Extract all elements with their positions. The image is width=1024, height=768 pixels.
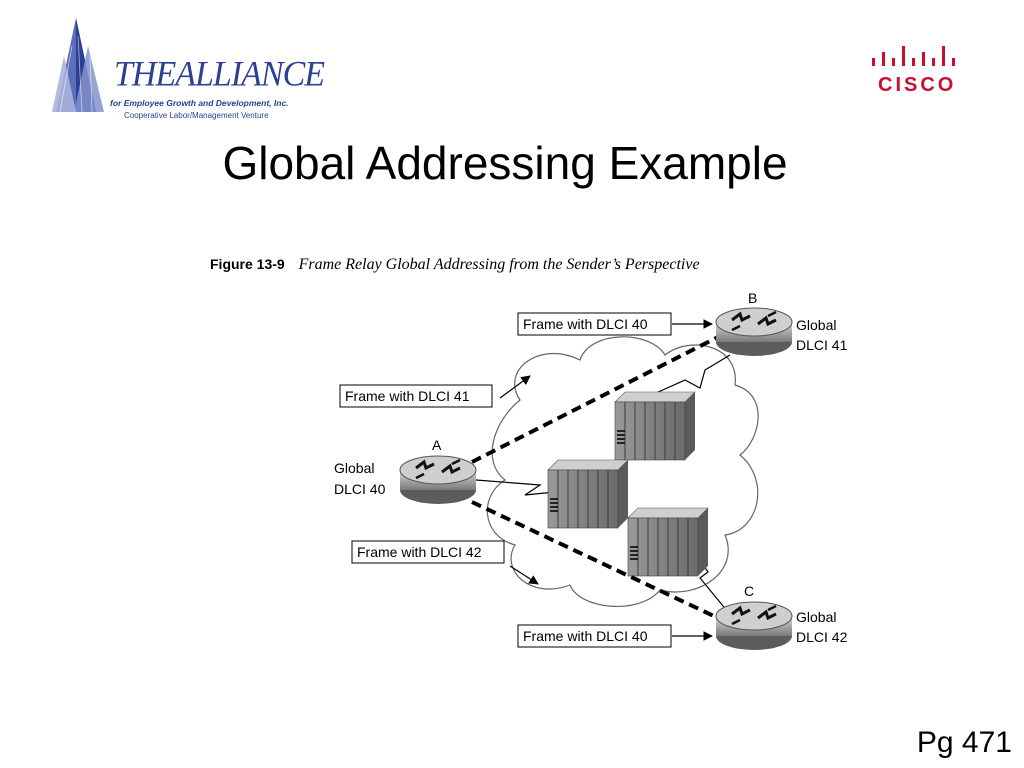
- router-a-label: A: [432, 437, 442, 453]
- router-b-icon: [714, 306, 794, 358]
- access-link-a: [475, 479, 556, 496]
- alliance-brand: THEALLIANCE: [114, 55, 325, 94]
- router-c-dlci: DLCI 42: [796, 629, 848, 645]
- frame-label-c-incoming: Frame with DLCI 40: [523, 628, 648, 644]
- cisco-bars-icon: [872, 46, 955, 66]
- figure-number: Figure 13-9: [210, 256, 285, 272]
- page-title: Global Addressing Example: [222, 137, 788, 189]
- router-a-dlci: DLCI 40: [334, 481, 386, 497]
- router-b-label: B: [748, 290, 757, 306]
- frame-relay-switch-icon: [614, 391, 696, 461]
- cisco-brand: CISCO: [878, 74, 957, 96]
- access-link-b: [644, 354, 731, 399]
- router-c-icon: [714, 600, 794, 652]
- router-a-global: Global: [334, 460, 374, 476]
- vc-a-to-b: [471, 334, 721, 464]
- frame-label-b-incoming: Frame with DLCI 40: [523, 316, 648, 332]
- arrow-to-b: [499, 375, 531, 399]
- the-alliance-logo: THEALLIANCE for Employee Growth and Deve…: [48, 16, 325, 126]
- alliance-subtitle: Cooperative Labor/Management Venture: [124, 111, 269, 120]
- page-number: Pg 471: [916, 726, 1012, 759]
- router-c-label: C: [744, 583, 754, 599]
- alliance-tower-icon: [52, 18, 104, 113]
- vc-a-to-c: [471, 500, 719, 620]
- frame-label-a-to-c: Frame with DLCI 42: [357, 544, 482, 560]
- figure-description: Frame Relay Global Addressing from the S…: [298, 256, 700, 273]
- alliance-tagline: for Employee Growth and Development, Inc…: [110, 98, 289, 108]
- router-b-dlci: DLCI 41: [796, 337, 848, 353]
- arrow-to-c: [509, 565, 539, 585]
- cisco-logo: CISCO: [866, 44, 960, 100]
- router-b-global: Global: [796, 317, 836, 333]
- frame-relay-switch-icon: [547, 459, 629, 529]
- router-c-global: Global: [796, 609, 836, 625]
- router-a-icon: [398, 454, 478, 506]
- figure-caption: Figure 13-9 Frame Relay Global Addressin…: [210, 256, 700, 274]
- frame-relay-switch-icon: [627, 507, 709, 577]
- frame-label-a-to-b: Frame with DLCI 41: [345, 388, 470, 404]
